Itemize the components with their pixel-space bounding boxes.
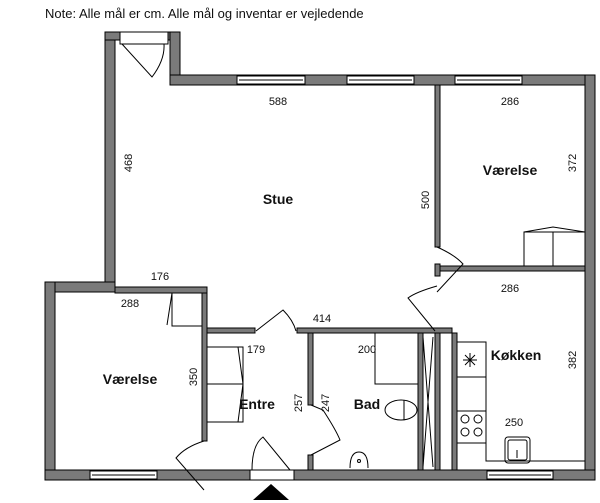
washbasin-icon [349, 451, 369, 469]
interior-walls [201, 84, 586, 471]
dim-entre-height: 257 [293, 394, 305, 412]
dim-koekken-height: 382 [567, 351, 579, 369]
dim-vaerelse-top-height: 372 [567, 154, 579, 172]
dim-stue-height: 468 [123, 154, 135, 172]
dim-koekken-width: 286 [501, 283, 519, 295]
dim-bad-height: 247 [320, 394, 332, 412]
dim-koekken-counter: 250 [505, 417, 523, 429]
entrance-door[interactable] [249, 436, 295, 481]
room-label-stue: Stue [263, 191, 294, 207]
stove-icon [460, 414, 483, 437]
room-label-vaerelse-top: Værelse [483, 162, 538, 178]
dim-bad-width: 200 [358, 344, 376, 356]
dim-stue-partition: 500 [420, 191, 432, 209]
dim-entre-width: 179 [247, 344, 265, 356]
dim-vaerelse-left-height: 350 [188, 368, 200, 386]
wardrobes [166, 226, 586, 423]
room-label-entre: Entre [239, 396, 275, 412]
bathroom-fixtures [349, 333, 418, 469]
toilet-icon [384, 399, 418, 421]
dim-stue-width: 588 [269, 96, 287, 108]
entrance-arrow-icon [253, 484, 289, 500]
dim-vaerelse-top-width: 286 [501, 96, 519, 108]
windows [89, 75, 554, 480]
kitchen-fixtures [457, 341, 585, 464]
interior-doors[interactable] [175, 246, 464, 491]
disclaimer-note: Note: Alle mål er cm. Alle mål og invent… [45, 6, 364, 21]
balcony-door[interactable] [119, 31, 169, 78]
extractor-fan-icon [463, 353, 477, 367]
dim-stue-lower: 176 [151, 271, 169, 283]
room-label-bad: Bad [354, 396, 380, 412]
room-label-koekken: Køkken [491, 347, 542, 363]
dim-hall-wall: 414 [313, 313, 331, 325]
dim-vaerelse-left-width: 288 [121, 298, 139, 310]
room-label-vaerelse-left: Værelse [103, 371, 158, 387]
sink-icon [504, 436, 531, 464]
installation-shaft [422, 336, 434, 468]
